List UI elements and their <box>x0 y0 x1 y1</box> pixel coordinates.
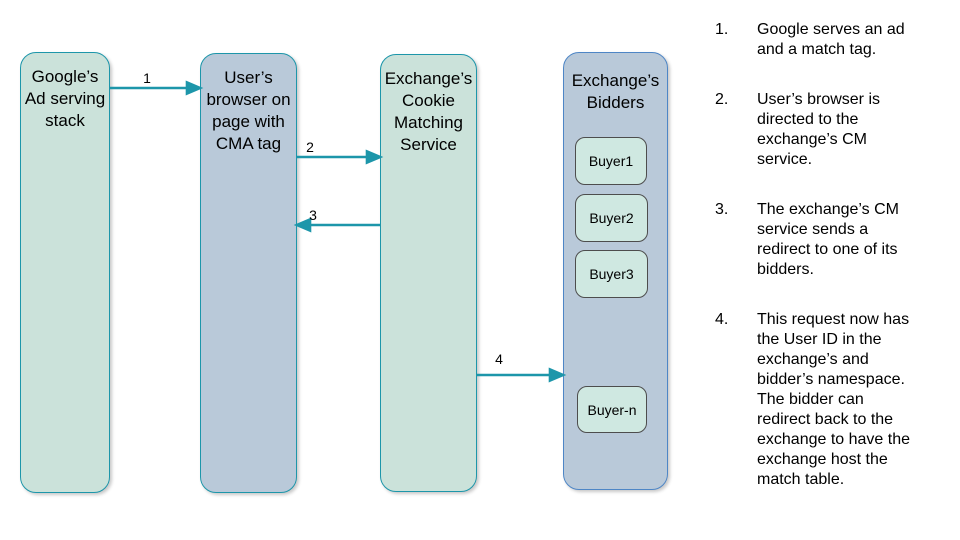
step-text: User’s browser is directed to the exchan… <box>757 91 880 168</box>
step-number: 2. <box>715 91 729 108</box>
step-number: 1. <box>715 21 729 38</box>
node-google-ad-serving-stack: Google’s Ad serving stack <box>20 52 110 493</box>
step-item-3: 3. The exchange’s CM service sends a red… <box>715 200 950 280</box>
step-text: Google serves an ad and a match tag. <box>757 21 905 58</box>
step-text: The exchange’s CM service sends a redire… <box>757 201 899 278</box>
arrow-1-label: 1 <box>143 70 151 86</box>
arrow-1-head <box>185 80 204 96</box>
buyer1-box: Buyer1 <box>575 137 647 185</box>
buyer-n-box: Buyer-n <box>577 386 647 433</box>
step-number: 3. <box>715 201 729 218</box>
buyer3-box: Buyer3 <box>575 250 648 298</box>
step-number: 4. <box>715 311 729 328</box>
buyer2-box: Buyer2 <box>575 194 648 242</box>
step-item-4: 4. This request now has the User ID in t… <box>715 310 950 490</box>
step-text: This request now has the User ID in the … <box>757 311 911 488</box>
steps-list: 1. Google serves an ad and a match tag. … <box>715 20 950 490</box>
step-item-1: 1. Google serves an ad and a match tag. <box>715 20 950 60</box>
node-cookie-matching-service: Exchange’s Cookie Matching Service <box>380 54 477 492</box>
arrow-4-label: 4 <box>495 351 503 367</box>
arrow-2-head <box>365 149 384 165</box>
node-users-browser: User’s browser on page with CMA tag <box>200 53 297 493</box>
arrow-3-label: 3 <box>309 207 317 223</box>
arrow-2-label: 2 <box>306 139 314 155</box>
step-item-2: 2. User’s browser is directed to the exc… <box>715 90 950 170</box>
arrow-4-head <box>548 367 567 383</box>
